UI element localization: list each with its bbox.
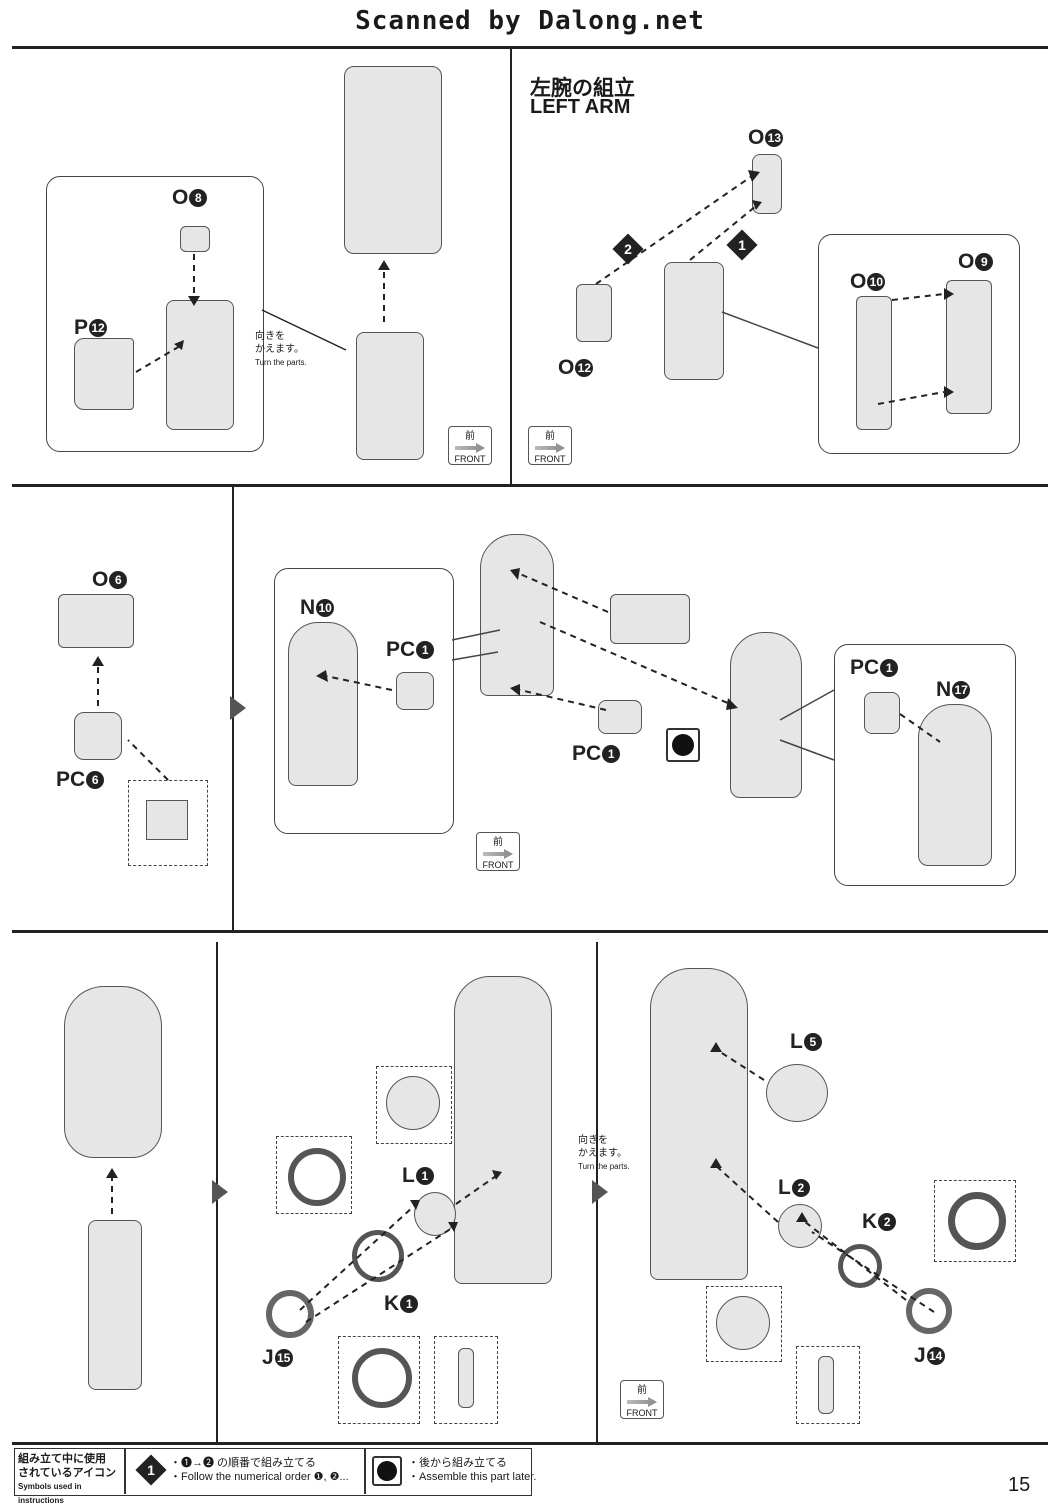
turn-note-2: 向きをかえます。Turn the parts. bbox=[578, 1135, 630, 1171]
assemble-later-icon bbox=[372, 1456, 402, 1486]
part-elbow-finished bbox=[64, 986, 162, 1158]
legend-box bbox=[14, 1448, 532, 1496]
top-rule bbox=[12, 46, 1048, 49]
part-side-view bbox=[458, 1348, 474, 1408]
part-k2-side bbox=[818, 1356, 834, 1414]
rule-footer bbox=[12, 1442, 1048, 1445]
part-o8 bbox=[180, 226, 210, 252]
part-o12 bbox=[576, 284, 612, 342]
chevron-right-icon bbox=[212, 1180, 228, 1204]
part-k1-detail bbox=[288, 1148, 346, 1206]
numerical-order-icon: 1 bbox=[135, 1454, 167, 1486]
chevron-right-icon bbox=[230, 696, 246, 720]
rule-row2-bottom bbox=[12, 930, 1048, 933]
part-n10 bbox=[288, 622, 358, 786]
divider-row1 bbox=[510, 46, 512, 484]
section-title-jp: 左腕の組立 bbox=[530, 77, 635, 100]
part-j14 bbox=[906, 1288, 952, 1334]
part-j15 bbox=[266, 1290, 314, 1338]
part-pc1-b bbox=[598, 700, 642, 734]
part-l5 bbox=[766, 1064, 828, 1122]
part-o6 bbox=[58, 594, 134, 648]
part-k1-ring-detail bbox=[352, 1348, 412, 1408]
part-p12 bbox=[74, 338, 134, 410]
legend-title: 組み立て中に使用 されているアイコン Symbols used in instr… bbox=[18, 1453, 117, 1505]
legend-item-order: ・❶→❷ の順番で組み立てる ・Follow the numerical ord… bbox=[170, 1457, 349, 1483]
part-o9 bbox=[946, 280, 992, 414]
assemble-later-icon bbox=[666, 728, 700, 762]
page-number: 15 bbox=[1008, 1474, 1031, 1496]
part-pc1-a bbox=[396, 672, 434, 710]
part-pc6 bbox=[74, 712, 122, 760]
part-n17 bbox=[918, 704, 992, 866]
part-elbow-frame bbox=[480, 534, 554, 696]
part-k1 bbox=[352, 1230, 404, 1282]
scan-banner: Scanned by Dalong.net bbox=[355, 6, 705, 36]
part-forearm-upper bbox=[344, 66, 442, 254]
part-l1 bbox=[414, 1192, 456, 1236]
part-k2 bbox=[838, 1244, 882, 1288]
part-forearm-lower-left bbox=[88, 1220, 142, 1390]
section-title-en: LEFT ARM bbox=[530, 96, 631, 118]
part-j14-detail bbox=[948, 1192, 1006, 1250]
part-arm-middle bbox=[454, 976, 552, 1284]
part-pc6-detail bbox=[146, 800, 188, 840]
part-hand-completed bbox=[356, 332, 424, 460]
part-o6-placed bbox=[610, 594, 690, 644]
chevron-right-icon bbox=[592, 1180, 608, 1204]
part-l2 bbox=[778, 1204, 822, 1248]
legend-divider bbox=[124, 1448, 126, 1494]
rule-row1-bottom bbox=[12, 484, 1048, 487]
part-elbow-assembly bbox=[664, 262, 724, 380]
part-hand-assembly bbox=[166, 300, 234, 430]
part-l1-detail bbox=[386, 1076, 440, 1130]
legend-item-later: ・後から組み立てる ・Assemble this part later. bbox=[408, 1457, 537, 1483]
part-arm-right bbox=[650, 968, 748, 1280]
part-o10 bbox=[856, 296, 892, 430]
part-pc1-c bbox=[864, 692, 900, 734]
legend-divider bbox=[364, 1448, 366, 1494]
part-l2-detail bbox=[716, 1296, 770, 1350]
turn-note-1: 向きをかえます。Turn the parts. bbox=[255, 331, 307, 367]
